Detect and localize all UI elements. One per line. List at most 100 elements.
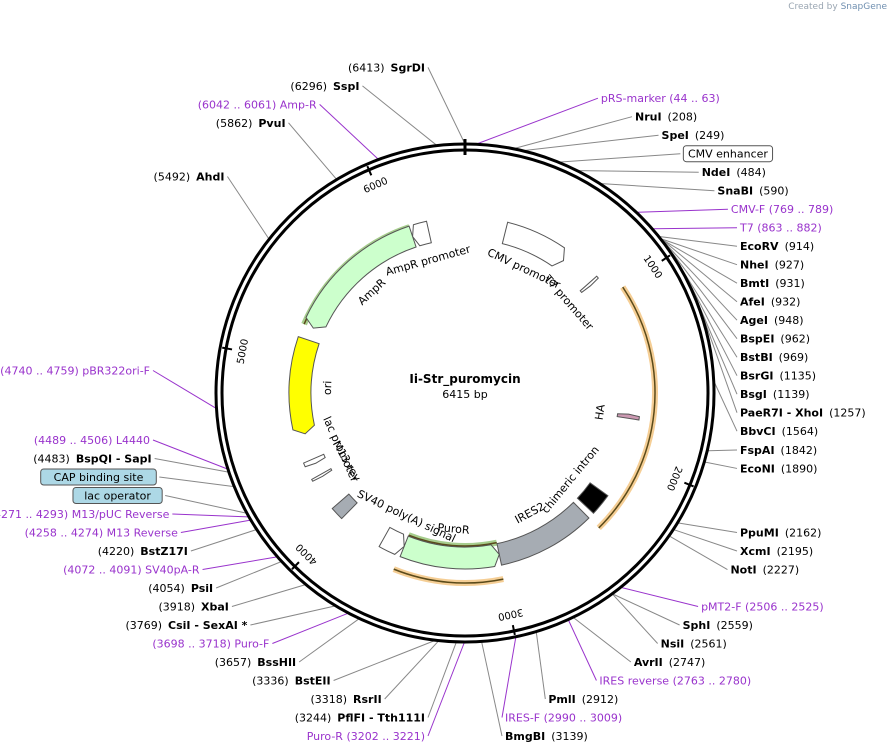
site-label-pvui[interactable]: (5862)PvuI [216,117,286,130]
site-label-nsii[interactable]: NsiI (2561) [661,638,727,651]
feature-label-puror: PuroR [437,521,470,537]
site-label-csii[interactable]: (3769)CsiI - SexAI * [125,619,247,632]
leader-line [427,642,465,737]
feature-ori [288,336,320,435]
site-label-pmli[interactable]: PmlI(2912) [548,693,618,706]
feature-box [682,145,774,163]
site-name: BspEI [740,333,774,346]
tick-label: 2000 [664,464,684,492]
site-position: (4483) [33,453,70,466]
leader-line [601,183,715,192]
primer-label[interactable]: T7 (863 .. 882) [739,222,822,235]
feature-label-ha: HA [593,403,608,421]
site-label-ndei[interactable]: NdeI(484) [702,166,766,179]
site-label-bmti[interactable]: BmtI(931) [740,277,805,290]
site-label-bsshii[interactable]: (3657)BssHII [215,656,296,669]
leader-line [535,632,546,700]
primer-label[interactable]: Puro-R (3202 .. 3221) [307,730,425,743]
site-label-paer7i[interactable]: PaeR7I - XhoI(1257) [740,407,866,420]
primer-label[interactable]: CMV-F (769 .. 789) [731,203,833,216]
site-name: RsrII [353,693,382,706]
primer-label[interactable]: (4072 .. 4091) SV40pA-R [63,564,200,577]
site-label-ppumi[interactable]: PpuMI(2162) [740,527,821,540]
orf-line [393,568,504,584]
site-name: BmtI [740,277,769,290]
site-label-sphi[interactable]: SphI(2559) [683,619,753,632]
credit-prefix: Created by [788,2,838,12]
site-suffix: - XhoI [783,407,823,420]
site-position: (1564) [782,425,819,438]
site-name: SpeI [662,129,689,142]
primer-label[interactable]: (4489 .. 4506) L4440 [34,434,150,447]
site-label-fspai[interactable]: FspAI(1842) [740,444,817,457]
site-label-bspqi[interactable]: (4483)BspQI - SapI [33,453,151,466]
site-label-nrui[interactable]: NruI(208) [635,111,697,124]
site-suffix: - SapI [112,453,152,466]
site-position: (2912) [582,693,619,706]
site-label-sgrdi[interactable]: (6413)SgrDI [348,61,425,74]
site-label-sspi[interactable]: (6296)SspI [290,80,359,93]
site-position: (249) [695,129,725,142]
site-label-ecorv[interactable]: EcoRV(914) [740,240,814,253]
site-label-nhei[interactable]: NheI(927) [740,259,804,272]
primer-label[interactable]: pRS-marker (44 .. 63) [601,92,720,105]
site-label-snabi[interactable]: SnaBI(590) [717,185,788,198]
site-label-bstbi[interactable]: BstBI(969) [740,351,808,364]
site-label-spei[interactable]: SpeI (249) [662,129,725,142]
primer-label[interactable]: pMT2-F (2506 .. 2525) [701,601,824,614]
primer-label[interactable]: (4258 .. 4274) M13 Reverse [25,527,178,540]
site-label-rsrii[interactable]: (3318)RsrII [310,693,381,706]
site-position: (969) [779,351,809,364]
site-label-xbai[interactable]: (3918)XbaI [158,601,228,614]
site-label-bbvci[interactable]: BbvCI(1564) [740,425,818,438]
leader-line [579,170,699,173]
leader-line [215,561,281,589]
site-position: (3918) [158,601,195,614]
site-label-xcmi[interactable]: XcmI(2195) [740,545,813,558]
site-label-econi[interactable]: EcoNI(1890) [740,462,817,475]
site-label-noti[interactable]: NotI(2227) [730,564,799,577]
leader-line [560,153,681,163]
site-label-bsrgi[interactable]: BsrGI(1135) [740,370,816,383]
site-name: BstZ17I [140,545,188,558]
site-label-agei[interactable]: AgeI(948) [740,314,804,327]
site-position: (3139) [551,730,588,743]
site-suffix: - Tth111I [365,712,425,725]
primer-label[interactable]: (4740 .. 4759) pBR322ori-F [0,365,150,378]
leader-line [664,242,738,321]
site-position: (5492) [154,170,191,183]
primer-label[interactable]: (3698 .. 3718) Puro-F [152,638,269,651]
leader-line [231,584,305,607]
boxed-feature-label[interactable]: CAP binding site [54,471,144,484]
site-label-bstz17i[interactable]: (4220)BstZ17I [98,545,188,558]
site-label-bspei[interactable]: BspEI(962) [740,333,810,346]
site-name: NsiI [661,638,685,651]
site-label-bmgbi[interactable]: BmgBI(3139) [505,730,588,743]
site-label-avrii[interactable]: AvrII(2747) [634,656,705,669]
site-labels: (6413)SgrDI (6296)SspI (5862)PvuI (5492)Ahd… [0,61,866,743]
leader-line [154,458,228,473]
boxed-feature-label[interactable]: lac operator [84,490,151,503]
site-label-psii[interactable]: (4054)PsiI [148,582,213,595]
primer-label[interactable]: (6042 .. 6061) Amp-R [198,98,317,111]
site-position: (6413) [348,61,385,74]
site-label-bsteii[interactable]: (3336)BstEII [252,675,330,688]
site-name: BssHII [257,656,296,669]
leader-line [688,281,738,376]
feature-lac-promoter [302,453,326,468]
site-label-pflfi[interactable]: (3244)PflFI - Tth111I [295,712,425,725]
site-label-ahdi[interactable]: (5492)AhdI [154,170,225,183]
primer-label[interactable]: IRES reverse (2763 .. 2780) [599,675,751,688]
leader-line [333,640,434,681]
leader-line [714,383,738,432]
site-position: (484) [736,166,766,179]
feature-ampr-promoter [412,220,432,247]
site-label-afei[interactable]: AfeI(932) [740,296,800,309]
site-position: (2561) [690,638,727,651]
site-position: (4054) [148,582,185,595]
primer-label[interactable]: IRES-F (2990 .. 3009) [505,712,622,725]
primer-label[interactable]: (4271 .. 4293) M13/pUC Reverse [0,508,170,521]
leader-line [152,439,227,470]
site-label-bsgi[interactable]: BsgI(1139) [740,388,809,401]
boxed-feature-label[interactable]: CMV enhancer [688,148,768,161]
